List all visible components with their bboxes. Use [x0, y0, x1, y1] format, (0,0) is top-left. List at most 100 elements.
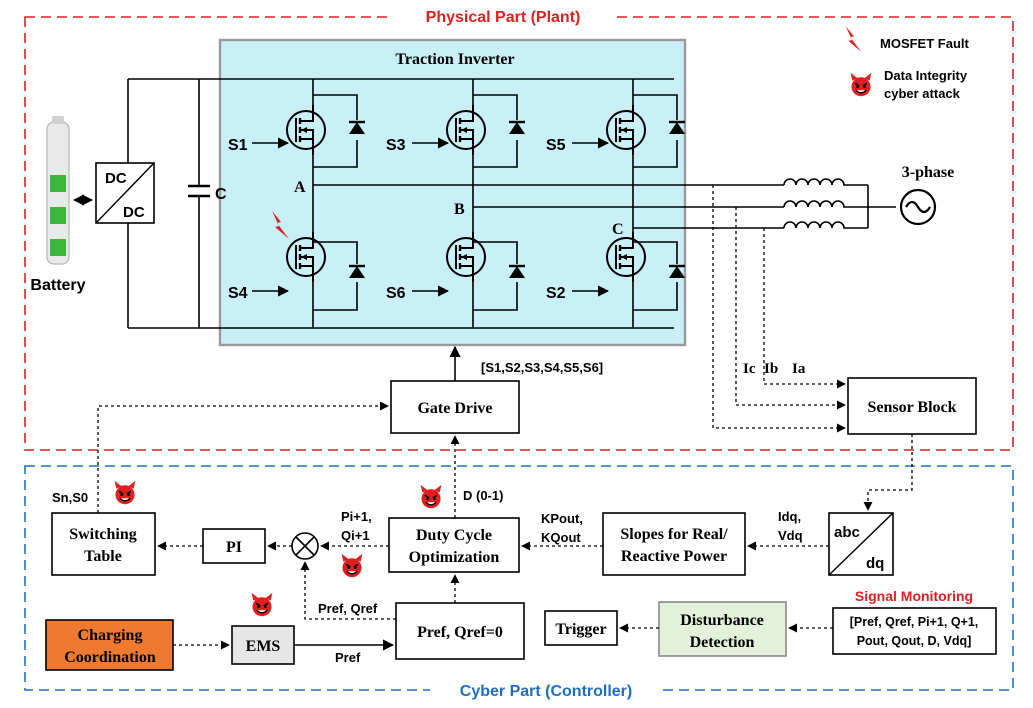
node-label-c: C: [612, 221, 624, 238]
mosfet-fault-legend-icon: [845, 26, 862, 52]
disturbance-detection-block: [658, 601, 787, 657]
sensor-block-label: Sensor Block: [867, 399, 956, 416]
current-tap-a: [712, 185, 846, 433]
cyber-attack-legend-icon: [849, 72, 873, 97]
signal-monitoring-line2: Pout, Qout, D, Vdq]: [857, 634, 972, 648]
cyber-title: Cyber Part (Controller): [460, 683, 632, 700]
current-label-ic: Ic: [743, 361, 756, 377]
plant-region: [24, 16, 1014, 451]
grid-label: 3-phase: [902, 164, 954, 181]
label-qi1: Qi+1: [341, 528, 370, 543]
plant-title: Physical Part (Plant): [426, 9, 581, 26]
inverter-title: Traction Inverter: [395, 51, 514, 68]
switching-table-to-gate-drive: [97, 401, 389, 513]
attack-icon-junction: [340, 553, 364, 578]
current-label-ib: Ib: [764, 361, 778, 377]
disturbance-line2: Detection: [690, 634, 755, 651]
diode-wire-s4: [313, 241, 358, 311]
cyber-title-bg: [430, 680, 660, 702]
label-pref: Pref: [335, 650, 361, 665]
label-d: D (0-1): [463, 488, 503, 503]
battery-cell-1: [50, 175, 66, 192]
gate-drive-block: [390, 380, 520, 434]
switch-label-s4: S4: [228, 285, 248, 302]
ac-source-wave: [905, 200, 931, 214]
attack-icon-duty: [419, 484, 443, 509]
sensor-to-abc: [863, 434, 913, 511]
current-label-ia: Ia: [792, 361, 806, 377]
diode-wire-s3: [473, 94, 518, 168]
inductor-b: [783, 200, 868, 208]
sensor-block: [847, 377, 977, 435]
legend-attack-line1: Data Integrity: [884, 68, 968, 83]
inductor-c: [783, 221, 868, 229]
label-kqout: KQout: [541, 530, 581, 545]
charging-line1: Charging: [78, 627, 143, 644]
label-prefqref: Pref, Qref: [318, 601, 378, 616]
diode-wire-s6: [473, 241, 518, 311]
switching-table-block: [51, 512, 156, 576]
switch-label-s2: S2: [546, 285, 566, 302]
label-vdq: Vdq: [778, 528, 803, 543]
battery-label: Battery: [30, 277, 85, 294]
dcdc-bottom-label: DC: [123, 204, 145, 221]
label-sn-s0: Sn,S0: [52, 490, 88, 505]
switch-label-s5: S5: [546, 137, 566, 154]
pi-block: [202, 528, 266, 564]
switch-label-s6: S6: [386, 285, 406, 302]
switch-label-s3: S3: [386, 137, 406, 154]
battery-cap: [52, 116, 64, 124]
diode-wire-s5: [633, 94, 678, 168]
attack-icon-switching: [113, 480, 137, 505]
disturbance-line1: Disturbance: [680, 612, 764, 629]
capacitor-label: C: [215, 186, 227, 203]
pi-label: PI: [226, 539, 242, 556]
pref-qref-label: Pref, Qref=0: [417, 624, 503, 641]
pref-to-junction: [300, 561, 396, 620]
slopes-line1: Slopes for Real/: [620, 526, 728, 543]
current-tap-c: [763, 228, 846, 389]
signal-monitoring-block: [832, 607, 997, 655]
diode-wire-s2: [633, 241, 678, 311]
plant-title-bg: [393, 5, 613, 27]
label-idq: Idq,: [778, 509, 801, 524]
signal-monitoring-title: Signal Monitoring: [855, 588, 973, 604]
abc-label: abc: [834, 524, 860, 541]
attack-icon-ems: [250, 592, 274, 617]
inductor-a: [783, 178, 868, 186]
charging-coordination-block: [45, 619, 174, 671]
gate-drive-label: Gate Drive: [417, 400, 492, 417]
signal-monitoring-line1: [Pref, Qref, Pi+1, Q+1,: [850, 615, 979, 629]
switch-label-s1: S1: [228, 137, 248, 154]
traction-inverter-box: [218, 38, 687, 347]
gate-signals-label: [S1,S2,S3,S4,S5,S6]: [481, 360, 603, 375]
label-kpout: KPout,: [541, 511, 583, 526]
legend-attack-line2: cyber attack: [884, 86, 961, 101]
dq-label: dq: [866, 555, 884, 572]
current-tap-b: [735, 207, 846, 410]
label-pi1: Pi+1,: [341, 509, 372, 524]
switching-table-line1: Switching: [69, 526, 137, 543]
pref-qref-block: [395, 602, 525, 660]
legend-fault: MOSFET Fault: [880, 36, 970, 51]
dcdc-diagonal: [95, 162, 155, 224]
duty-cycle-block: [388, 517, 520, 573]
slopes-block: [602, 512, 746, 576]
battery-cell-3: [50, 239, 66, 256]
switching-table-line2: Table: [84, 548, 122, 565]
charging-line2: Coordination: [64, 649, 156, 666]
trigger-label: Trigger: [555, 621, 606, 638]
dcdc-top-label: DC: [105, 170, 127, 187]
duty-cycle-line2: Optimization: [409, 549, 500, 566]
battery-cell-2: [50, 207, 66, 224]
node-label-b: B: [454, 201, 465, 218]
summing-junction-cross: [295, 536, 315, 556]
grid-bus: [867, 185, 896, 228]
duty-cycle-line1: Duty Cycle: [416, 527, 492, 544]
slopes-line2: Reactive Power: [621, 548, 727, 565]
node-label-a: A: [294, 179, 306, 196]
ems-label: EMS: [246, 638, 281, 655]
trigger-block: [544, 610, 618, 646]
diode-wire-s1: [313, 94, 358, 168]
